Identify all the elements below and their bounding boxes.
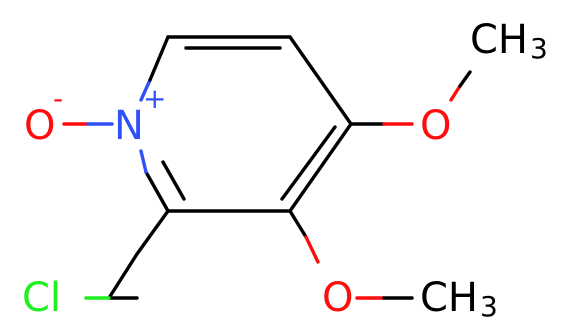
methoxy4-o-label: O bbox=[420, 103, 451, 149]
atom-methoxy3-ch3: CH 3 bbox=[420, 275, 498, 323]
bond-o-ch3 bbox=[458, 70, 472, 88]
atom-chlorine: Cl bbox=[22, 275, 61, 321]
methoxy3-o-label: O bbox=[322, 275, 353, 321]
bond-ch2-c bbox=[107, 252, 139, 300]
bond-c2-ch2 bbox=[135, 209, 170, 256]
bond-c2-n1-inner bbox=[161, 160, 186, 201]
atom-methoxy4-ch3: CH 3 bbox=[470, 17, 548, 65]
bond-c3-o bbox=[288, 209, 308, 239]
bond-c4-c3 bbox=[288, 122, 353, 213]
atom-oxide-o: O - bbox=[24, 82, 63, 149]
bond-n1-c6-n-half bbox=[139, 78, 152, 102]
chlorine-label: Cl bbox=[22, 275, 61, 321]
ring-n-charge: + bbox=[143, 82, 166, 115]
bond-c2-n1 bbox=[144, 170, 170, 213]
ring-n-label: N bbox=[114, 103, 144, 149]
atom-ring-n: N + bbox=[114, 82, 166, 149]
bond-c4-c3-inner bbox=[280, 125, 337, 201]
atom-methoxy4-o: O bbox=[420, 103, 451, 149]
oxide-o-label: O bbox=[24, 103, 55, 149]
methoxy4-ch3-label: CH bbox=[470, 17, 528, 63]
bond-c3-o-o-half bbox=[304, 235, 320, 264]
bond-c5-c4 bbox=[288, 35, 353, 126]
pyridine-ring bbox=[139, 35, 353, 213]
methoxy4-ch3-subscript: 3 bbox=[530, 32, 548, 65]
bond-n1-c6 bbox=[148, 35, 170, 82]
methoxy3-ch3-subscript: 3 bbox=[480, 290, 498, 323]
oxide-o-charge: - bbox=[53, 82, 63, 115]
atom-methoxy3-o: O bbox=[322, 275, 353, 321]
bond-o-ch3-o-half bbox=[449, 84, 462, 102]
methoxy3-ch3-label: CH bbox=[420, 275, 478, 321]
bond-c2-n1-n-half bbox=[139, 149, 148, 174]
